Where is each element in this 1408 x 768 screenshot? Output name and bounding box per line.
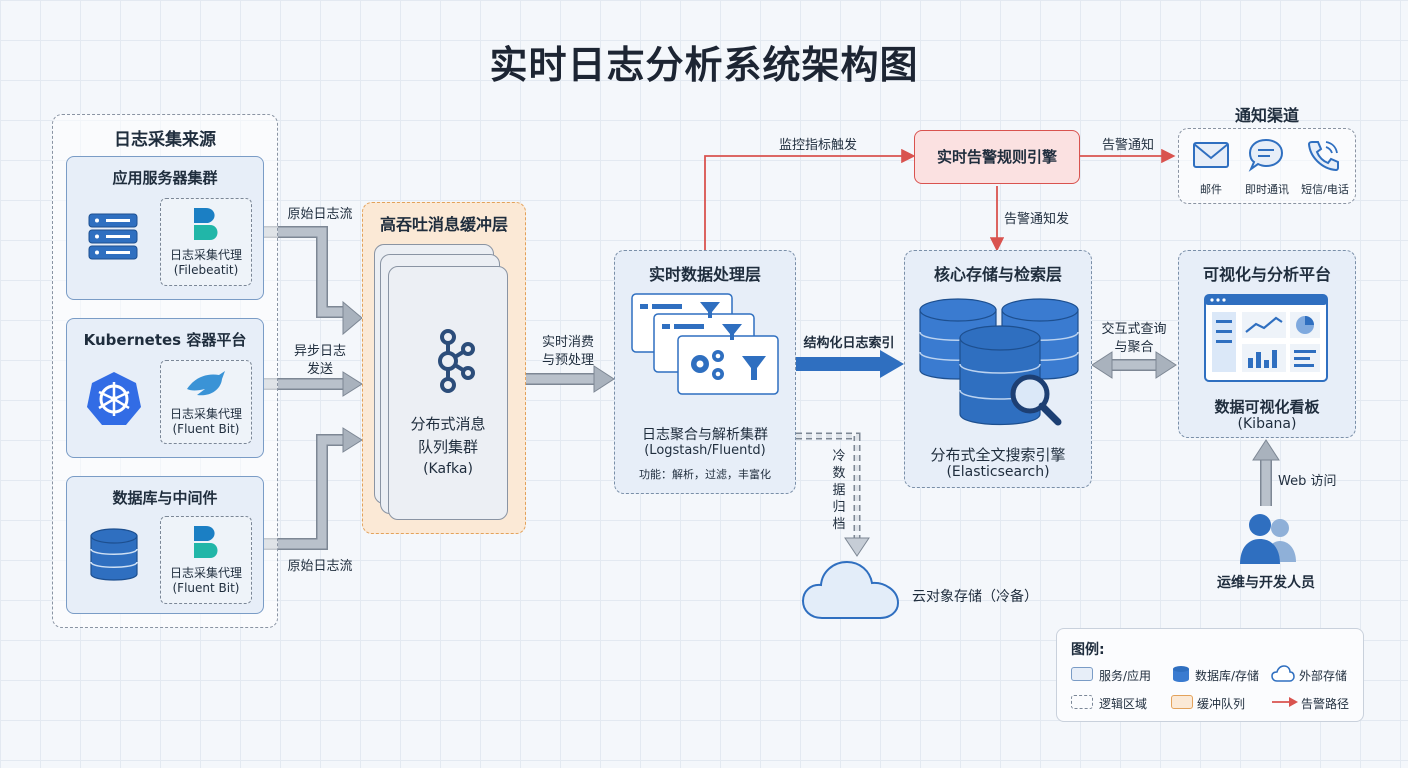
- processing-title: 实时数据处理层: [648, 265, 761, 284]
- legend-db-label: 数据库/存储: [1195, 669, 1260, 683]
- buffer-title: 高吞吐消息缓冲层: [379, 215, 508, 234]
- cloud-storage-icon[interactable]: [800, 552, 902, 624]
- flow-label-raw-1: 原始日志流: [287, 207, 353, 222]
- flow-label-interactive-2: 与聚合: [1114, 340, 1154, 355]
- mail-icon[interactable]: [1192, 140, 1230, 170]
- notify-title: 通知渠道: [1234, 106, 1299, 125]
- processing-label-2: (Logstash/Fluentd): [644, 443, 766, 458]
- legend-alert-arrow-icon: [1272, 697, 1298, 707]
- phone-icon[interactable]: [1306, 138, 1340, 172]
- arrow-processing-to-storage: [795, 350, 904, 378]
- arrow-storage-viz: [1091, 351, 1177, 379]
- kubernetes-icon: [87, 372, 141, 425]
- arrow-app-to-kafka: [252, 226, 363, 336]
- viz-label-2: (Kibana): [1237, 416, 1297, 432]
- legend-swatch-service: [1071, 667, 1093, 681]
- flow-label-web: Web 访问: [1278, 474, 1337, 489]
- legend-region-label: 逻辑区域: [1099, 697, 1148, 711]
- agent-filebeat-label: 日志采集代理: [169, 248, 242, 262]
- legend-cloud-label: 外部存储: [1299, 669, 1348, 683]
- elasticsearch-db-icon: [919, 298, 1079, 426]
- alert-metric-path: [704, 148, 916, 250]
- legend-cloud-icon: [1271, 665, 1295, 682]
- viz-label-1: 数据可视化看板: [1214, 398, 1320, 416]
- archive-path: [796, 432, 870, 557]
- page-title: 实时日志分析系统架构图: [489, 43, 919, 87]
- agent-db-label: 日志采集代理: [169, 566, 242, 580]
- kafka-label-2: 队列集群: [417, 438, 478, 456]
- notify-mail-label: 邮件: [1200, 183, 1222, 196]
- chat-icon[interactable]: [1248, 138, 1284, 172]
- flow-label-consume-1: 实时消费: [541, 335, 594, 350]
- agent-db-name: (Fluent Bit): [172, 581, 240, 595]
- processing-label-3: 功能：解析，过滤，丰富化: [639, 468, 771, 481]
- database-icon: [90, 528, 138, 581]
- legend-swatch-buffer: [1171, 695, 1193, 709]
- notify-sms-label: 短信/电话: [1301, 183, 1349, 196]
- flow-label-structured: 结构化日志索引: [803, 336, 895, 351]
- legend: 图例: 服务/应用 数据库/存储 外部存储 逻辑区域 缓冲队列 告警路径: [1056, 628, 1364, 722]
- legend-title: 图例:: [1071, 642, 1105, 658]
- agent-k8s-name: (Fluent Bit): [172, 422, 240, 436]
- flow-label-alert-trigger: 告警通知发: [1004, 212, 1070, 227]
- flow-label-archive: 冷数据归档: [832, 449, 846, 532]
- agent-fluentbit-db[interactable]: 日志采集代理 (Fluent Bit): [160, 516, 252, 604]
- processing-label-1: 日志聚合与解析集群: [642, 427, 768, 443]
- agent-k8s-label: 日志采集代理: [169, 407, 242, 421]
- flow-label-async-2: 发送: [306, 362, 333, 377]
- alert-engine-title: 实时告警规则引擎: [936, 148, 1057, 166]
- arrow-users-to-viz: [1252, 439, 1280, 506]
- app-server-title: 应用服务器集群: [112, 169, 218, 187]
- agent-fluentbit-k8s[interactable]: 日志采集代理 (Fluent Bit): [160, 360, 252, 444]
- storage-label-1: 分布式全文搜索引擎: [930, 446, 1066, 464]
- database-title: 数据库与中间件: [112, 489, 218, 507]
- flow-label-alert-notify: 告警通知: [1101, 138, 1154, 153]
- agent-filebeat[interactable]: 日志采集代理 (Filebeatit): [160, 198, 252, 286]
- storage-title: 核心存储与检索层: [933, 265, 1062, 284]
- viz-title: 可视化与分析平台: [1202, 265, 1331, 284]
- kafka-cluster[interactable]: 分布式消息 队列集群 (Kafka): [388, 266, 508, 520]
- notify-im-label: 即时通讯: [1245, 183, 1289, 196]
- cloud-storage-label: 云对象存储（冷备）: [912, 589, 1038, 605]
- flow-label-async-1: 异步日志: [293, 344, 346, 359]
- dashboard-icon: [1204, 294, 1328, 382]
- users-icon: [1240, 514, 1296, 564]
- kafka-icon: [438, 329, 475, 393]
- storage-label-2: (Elasticsearch): [946, 464, 1050, 480]
- legend-alert-label: 告警路径: [1301, 697, 1350, 711]
- agent-filebeat-name: (Filebeatit): [173, 263, 239, 277]
- flow-label-consume-2: 与预处理: [541, 353, 594, 368]
- arrow-kafka-to-processing: [526, 365, 615, 393]
- flow-label-interactive-1: 交互式查询: [1101, 322, 1167, 337]
- legend-service-label: 服务/应用: [1099, 669, 1152, 683]
- server-rack-icon: [88, 213, 138, 260]
- arrow-db-to-kafka: [252, 427, 363, 550]
- kafka-label-1: 分布式消息: [410, 415, 486, 433]
- processing-stack-icon: [631, 293, 779, 395]
- kafka-label-3: (Kafka): [423, 461, 473, 477]
- flow-label-metric: 监控指标触发: [778, 138, 857, 153]
- legend-db-icon: [1173, 666, 1189, 682]
- beats-logo-icon: [194, 208, 218, 240]
- legend-buffer-label: 缓冲队列: [1197, 697, 1246, 711]
- log-sources-title: 日志采集来源: [114, 130, 216, 150]
- alert-rule-engine[interactable]: 实时告警规则引擎: [914, 130, 1080, 184]
- flow-label-raw-2: 原始日志流: [287, 559, 353, 574]
- fluent-bird-icon: [187, 371, 225, 396]
- kubernetes-title: Kubernetes 容器平台: [83, 331, 247, 349]
- legend-swatch-region: [1071, 695, 1093, 709]
- beats-logo-icon: [194, 526, 218, 558]
- users-label: 运维与开发人员: [1217, 575, 1315, 591]
